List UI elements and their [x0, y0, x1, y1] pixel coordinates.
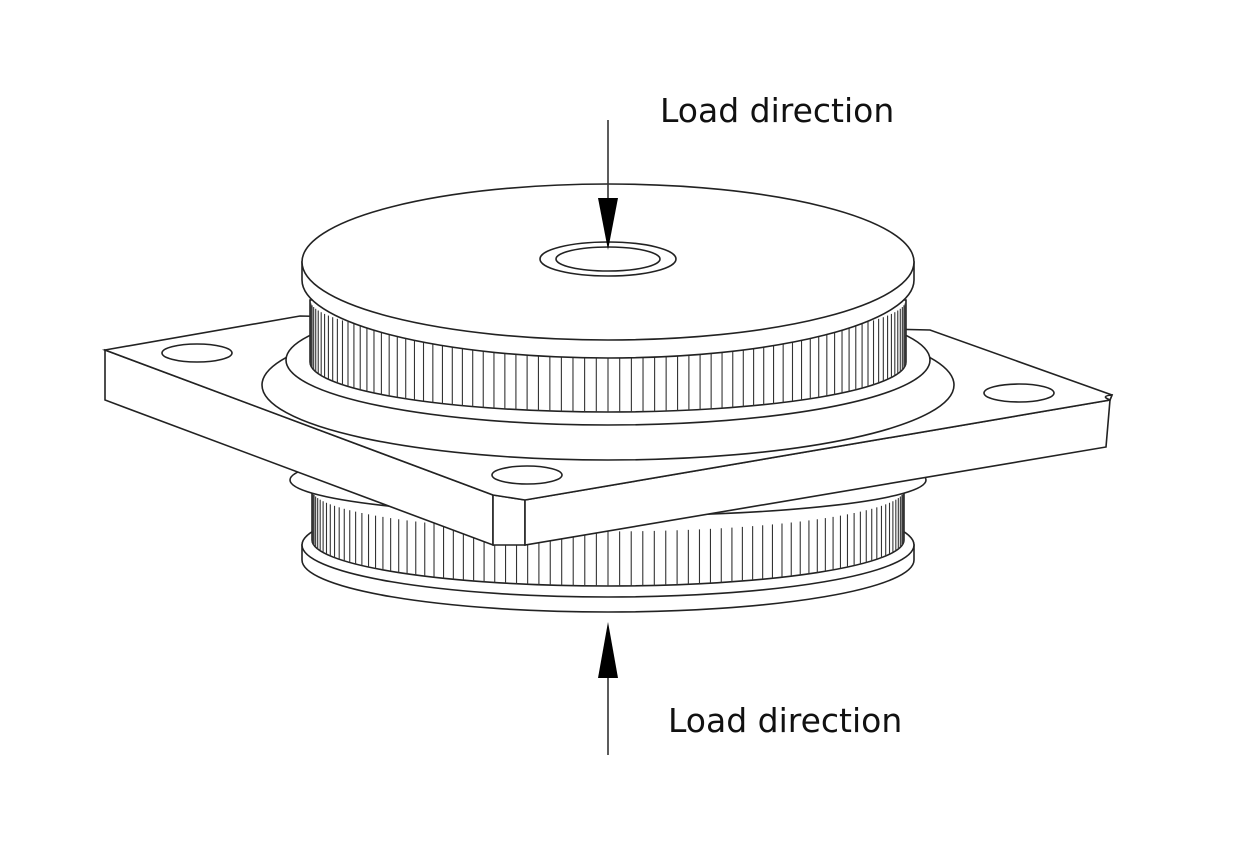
- bottom-load-label: Load direction: [668, 701, 902, 740]
- top-load-label: Load direction: [660, 91, 894, 130]
- center-hole: [555, 246, 661, 272]
- arrow-down-icon: [598, 198, 618, 250]
- arrow-up-icon: [598, 622, 618, 678]
- mounting-hole: [491, 465, 563, 485]
- mounting-hole: [161, 343, 233, 363]
- top-disc: [301, 183, 915, 359]
- mounting-hole: [983, 383, 1055, 403]
- top-load-arrow: [598, 120, 618, 250]
- bottom-load-arrow: [598, 622, 618, 755]
